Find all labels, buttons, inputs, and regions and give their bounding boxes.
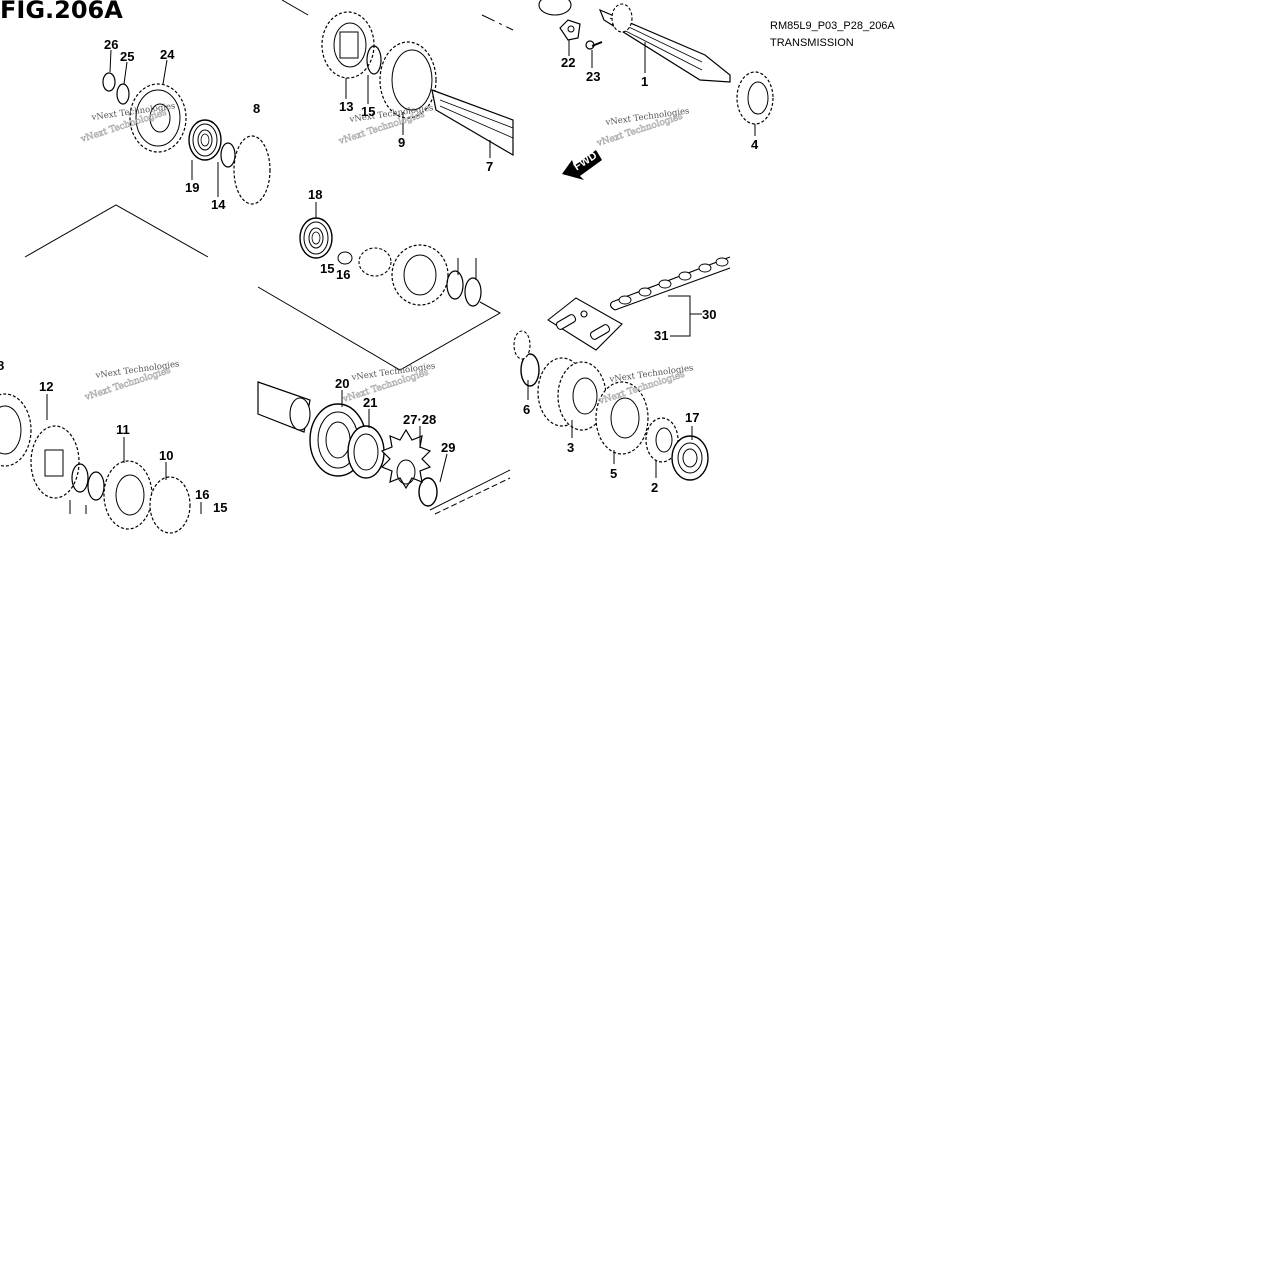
- callout-24: 24: [160, 47, 175, 62]
- callout-1: 1: [641, 74, 648, 89]
- callout-16-mid: 16: [336, 267, 350, 282]
- callout-14: 14: [211, 197, 226, 212]
- callout-6: 6: [523, 402, 530, 417]
- panel-lines: [24, 0, 514, 371]
- callout-4: 4: [751, 137, 759, 152]
- panel-bottom-middle: [257, 381, 511, 515]
- callout-5: 5: [610, 466, 617, 481]
- callout-10: 10: [159, 448, 173, 463]
- callout-2: 2: [651, 480, 658, 495]
- callout-3: 3: [567, 440, 574, 455]
- fwd-arrow-icon: FWD: [562, 150, 602, 180]
- callout-12: 12: [39, 379, 53, 394]
- panel-top-left: [102, 49, 271, 205]
- callout-15-mid: 15: [320, 261, 334, 276]
- figure-code: RM85L9_P03_P28_206A: [770, 20, 895, 32]
- callout-13: 13: [339, 99, 353, 114]
- callout-18: 18: [308, 187, 322, 202]
- callout-25: 25: [120, 49, 134, 64]
- callout-22: 22: [561, 55, 575, 70]
- callout-19: 19: [185, 180, 199, 195]
- callout-17: 17: [685, 410, 699, 425]
- panel-bottom-left: [0, 393, 202, 534]
- callout-29: 29: [441, 440, 455, 455]
- callout-11: 11: [116, 422, 130, 437]
- callout-23: 23: [586, 69, 600, 84]
- callout-21: 21: [363, 395, 377, 410]
- callout-26: 26: [104, 37, 118, 52]
- callout-20: 20: [335, 376, 349, 391]
- callout-8-top: 8: [253, 101, 260, 116]
- callout-8-bottom: 8: [0, 358, 4, 373]
- panel-top-right: FWD: [538, 0, 774, 180]
- callout-27-28: 27·28: [403, 412, 436, 427]
- callout-30: 30: [702, 307, 716, 322]
- callouts: 26 25 24 8 19 14 13 15 9 7 18 15 16 22 2…: [0, 37, 759, 515]
- callout-15-top: 15: [361, 104, 375, 119]
- callout-15-bottom: 15: [213, 500, 227, 515]
- callout-7: 7: [486, 159, 493, 174]
- panel-bottom-right: [513, 256, 731, 481]
- figure-title: FIG.206A: [0, 0, 123, 24]
- figure-subtitle: TRANSMISSION: [770, 37, 854, 49]
- callout-16-bottom: 16: [195, 487, 209, 502]
- callout-9: 9: [398, 135, 405, 150]
- panel-top-middle: [299, 11, 514, 307]
- callout-31: 31: [654, 328, 668, 343]
